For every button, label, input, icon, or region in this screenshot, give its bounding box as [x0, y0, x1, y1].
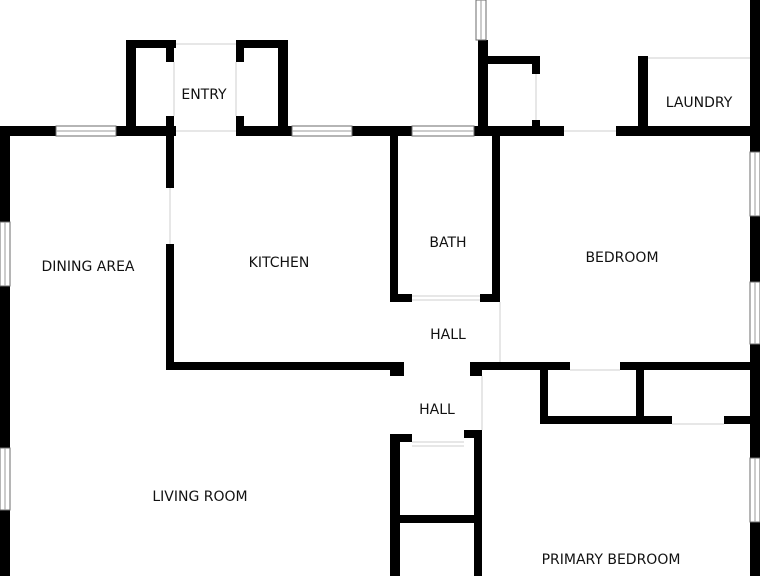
openings	[169, 43, 750, 447]
window-right-bedroom-2	[749, 281, 760, 345]
room-label-hall-upper: HALL	[430, 327, 466, 343]
window-right-primary	[749, 457, 760, 523]
window-right-bedroom-1	[749, 151, 760, 217]
room-label-kitchen: KITCHEN	[249, 255, 310, 271]
room-labels: ENTRY LAUNDRY DINING AREA KITCHEN BATH B…	[41, 87, 732, 568]
room-label-bath: BATH	[429, 235, 466, 251]
window-top-center	[475, 0, 487, 41]
window-left-living	[0, 447, 11, 511]
window-left-dining	[0, 221, 11, 287]
window-top-dining	[55, 125, 117, 137]
room-label-laundry: LAUNDRY	[666, 95, 733, 111]
room-label-living-room: LIVING ROOM	[152, 489, 247, 505]
room-label-bedroom: BEDROOM	[585, 250, 658, 266]
room-label-primary-bedroom: PRIMARY BEDROOM	[542, 552, 681, 568]
room-label-hall-lower: HALL	[419, 402, 455, 418]
room-label-dining-area: DINING AREA	[41, 259, 134, 275]
windows	[0, 0, 760, 523]
window-top-kitchen	[291, 125, 353, 137]
room-label-entry: ENTRY	[181, 87, 227, 103]
window-top-bath	[411, 125, 475, 137]
